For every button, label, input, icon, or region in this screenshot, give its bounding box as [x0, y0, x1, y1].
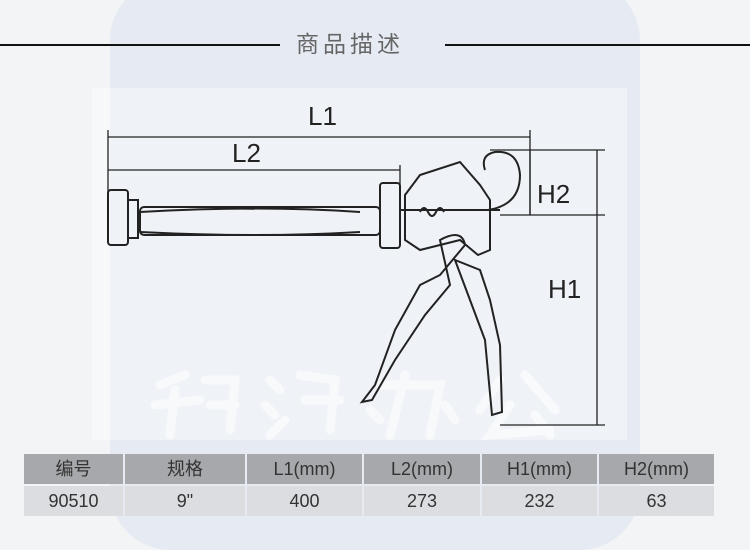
- table-cell: 400: [247, 486, 362, 516]
- dimension-lines: [107, 130, 605, 426]
- table-header-row: 编号 规格 L1(mm) L2(mm) H1(mm) H2(mm): [24, 454, 714, 484]
- header-cell: H2(mm): [599, 454, 714, 484]
- label-l2: L2: [232, 138, 261, 168]
- header-cell: L1(mm): [247, 454, 362, 484]
- table-cell: 63: [599, 486, 714, 516]
- header-cell: 规格: [125, 454, 245, 484]
- header-cell: H1(mm): [482, 454, 597, 484]
- caulking-gun-diagram: L1 L2 H2 H1: [92, 88, 627, 440]
- title-divider-left: [0, 44, 280, 46]
- table-cell: 273: [364, 486, 480, 516]
- spec-table: 编号 规格 L1(mm) L2(mm) H1(mm) H2(mm) 90510 …: [22, 452, 716, 518]
- table-cell: 232: [482, 486, 597, 516]
- table-cell: 9": [125, 486, 245, 516]
- header-cell: 编号: [24, 454, 123, 484]
- header-cell: L2(mm): [364, 454, 480, 484]
- table-row: 90510 9" 400 273 232 63: [24, 486, 714, 516]
- diagram-panel: [92, 88, 627, 440]
- label-h1: H1: [548, 274, 581, 304]
- label-l1: L1: [308, 101, 337, 131]
- caulking-gun: [107, 150, 522, 417]
- label-h2: H2: [537, 179, 570, 209]
- section-title: 商品描述: [296, 32, 404, 58]
- title-divider-right: [445, 44, 750, 46]
- table-cell: 90510: [24, 486, 123, 516]
